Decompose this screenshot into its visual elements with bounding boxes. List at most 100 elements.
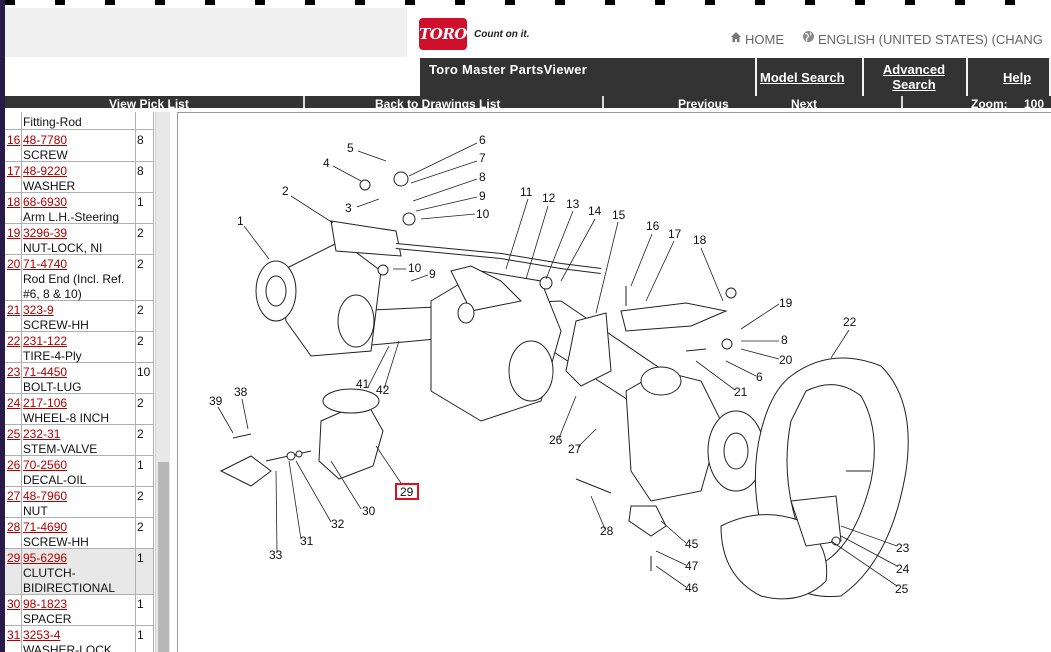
part-number-link[interactable]: 68-6930 xyxy=(23,195,68,209)
callout-13[interactable]: 13 xyxy=(566,197,580,211)
callout-12[interactable]: 12 xyxy=(542,191,556,205)
callout-28[interactable]: 28 xyxy=(600,524,614,538)
globe-icon[interactable] xyxy=(802,30,815,43)
ref-number-link[interactable]: 22 xyxy=(7,334,21,348)
callout-39[interactable]: 39 xyxy=(209,394,223,408)
callout-10[interactable]: 10 xyxy=(408,261,422,275)
callout-38[interactable]: 38 xyxy=(234,385,248,399)
callout-20[interactable]: 20 xyxy=(779,353,793,367)
callout-15[interactable]: 15 xyxy=(612,208,626,222)
toro-logo[interactable]: TORO xyxy=(419,18,467,50)
callout-30[interactable]: 30 xyxy=(362,504,376,518)
part-number-link[interactable]: 71-4690 xyxy=(23,520,68,534)
callout-5[interactable]: 5 xyxy=(347,141,354,155)
callout-18[interactable]: 18 xyxy=(693,233,707,247)
ref-number-link[interactable]: 18 xyxy=(7,195,21,209)
callout-3[interactable]: 3 xyxy=(345,201,352,215)
callout-27[interactable]: 27 xyxy=(568,442,582,456)
part-number-link[interactable]: 217-106 xyxy=(23,396,68,410)
ref-number-link[interactable]: 23 xyxy=(7,365,21,379)
home-link[interactable]: HOME xyxy=(745,32,784,47)
part-number-link[interactable]: 232-31 xyxy=(23,427,61,441)
home-icon[interactable] xyxy=(730,31,742,43)
part-number-link[interactable]: 231-122 xyxy=(23,334,68,348)
part-number-link[interactable]: 71-4740 xyxy=(23,257,68,271)
callout-2[interactable]: 2 xyxy=(282,184,289,198)
part-number-link[interactable]: 95-6296 xyxy=(23,551,68,565)
callout-1[interactable]: 1 xyxy=(237,214,244,228)
callout-31[interactable]: 31 xyxy=(300,534,314,548)
part-number-link[interactable]: 71-4450 xyxy=(23,365,68,379)
callout-29-highlight[interactable] xyxy=(395,483,419,500)
ref-number-link[interactable]: 24 xyxy=(7,396,21,410)
callout-24[interactable]: 24 xyxy=(896,562,910,576)
view-pick-list-button[interactable]: View Pick List xyxy=(109,97,189,108)
ref-number-link[interactable]: 30 xyxy=(7,597,21,611)
callout-26[interactable]: 26 xyxy=(549,433,563,447)
ref-number-link[interactable]: 20 xyxy=(7,257,21,271)
callout-45[interactable]: 45 xyxy=(685,537,699,551)
callout-41[interactable]: 41 xyxy=(356,377,370,391)
callout-17[interactable]: 17 xyxy=(668,227,682,241)
zoom-value[interactable]: 100 xyxy=(1024,97,1045,108)
callout-29[interactable]: 29 xyxy=(400,485,414,499)
callout-10[interactable]: 10 xyxy=(476,207,490,221)
ref-number-link[interactable]: 17 xyxy=(7,164,21,178)
callout-23[interactable]: 23 xyxy=(896,541,910,555)
ref-number-link[interactable]: 25 xyxy=(7,427,21,441)
parts-list-scrollbar[interactable] xyxy=(155,112,170,652)
callout-21[interactable]: 21 xyxy=(734,385,748,399)
scrollbar-thumb[interactable] xyxy=(158,462,169,652)
part-number-link[interactable]: 48-9220 xyxy=(23,164,68,178)
callout-14[interactable]: 14 xyxy=(588,204,602,218)
callout-47[interactable]: 47 xyxy=(685,559,699,573)
part-number-link[interactable]: 3296-39 xyxy=(23,226,68,240)
ref-number-link[interactable]: 19 xyxy=(7,226,21,240)
callout-9[interactable]: 9 xyxy=(429,267,436,281)
list-item[interactable]: Fitting-Rod xyxy=(5,112,154,130)
callout-16[interactable]: 16 xyxy=(646,219,660,233)
callout-7[interactable]: 7 xyxy=(479,151,486,165)
callout-42[interactable]: 42 xyxy=(376,383,390,397)
callout-8[interactable]: 8 xyxy=(781,333,788,347)
ref-number-link[interactable]: 31 xyxy=(7,628,21,642)
part-number-link[interactable]: 70-2560 xyxy=(23,458,68,472)
callout-32[interactable]: 32 xyxy=(331,517,345,531)
ref-number-link[interactable]: 29 xyxy=(7,551,21,565)
callout-4[interactable]: 4 xyxy=(323,156,330,170)
language-selector[interactable]: ENGLISH (UNITED STATES) (CHANG xyxy=(818,32,1043,47)
ref-number-link[interactable]: 28 xyxy=(7,520,21,534)
back-to-drawings-button[interactable]: Back to Drawings List xyxy=(375,97,501,108)
callout-46[interactable]: 46 xyxy=(685,581,699,595)
help-link[interactable]: Help xyxy=(1003,70,1032,85)
ref-number-link[interactable]: 16 xyxy=(7,133,21,147)
callout-9[interactable]: 9 xyxy=(479,189,486,203)
advanced-search-link[interactable]: Advanced Search xyxy=(876,62,952,92)
callout-33[interactable]: 33 xyxy=(269,548,283,562)
ref-number-link[interactable]: 21 xyxy=(7,303,21,317)
part-number-link[interactable]: 3253-4 xyxy=(23,628,61,642)
callout-25[interactable]: 25 xyxy=(895,582,909,596)
part-number-link[interactable]: 48-7780 xyxy=(23,133,68,147)
callout-6[interactable]: 6 xyxy=(756,370,763,384)
previous-button[interactable]: Previous xyxy=(678,97,729,108)
callout-6[interactable]: 6 xyxy=(479,133,486,147)
part-number-link[interactable]: 98-1823 xyxy=(23,597,68,611)
part-number-link[interactable]: 323-9 xyxy=(23,303,54,317)
parts-drawing[interactable]: 1 2 3 4 5 6 7 8 9 10 10 9 11 12 13 14 15… xyxy=(177,112,1051,652)
